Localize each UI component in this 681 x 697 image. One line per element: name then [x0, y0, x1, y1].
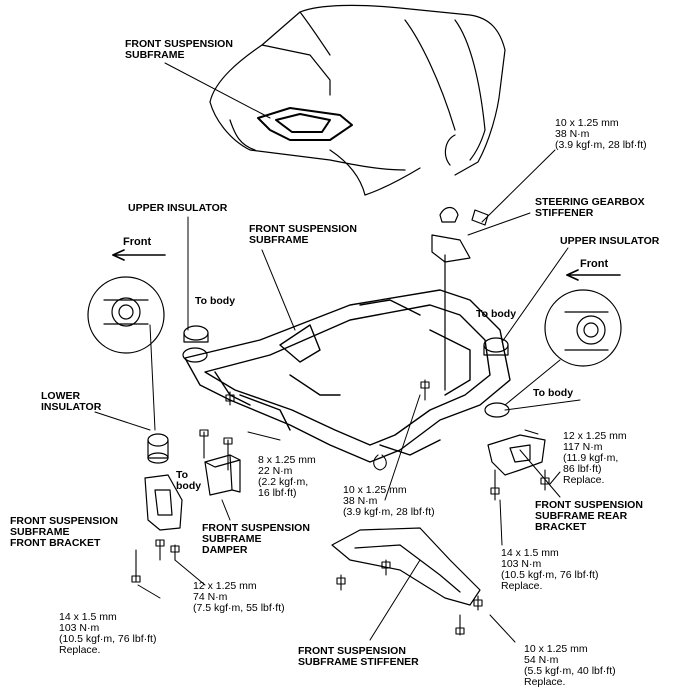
- detail-circle-left: [87, 276, 165, 354]
- detail-right-mount: [564, 311, 609, 351]
- detail-circle-right: [544, 289, 622, 367]
- front-direction-right: Front: [580, 258, 609, 270]
- subframe-stiffener-part: [331, 527, 481, 606]
- front-direction-left: Front: [123, 236, 152, 248]
- car-subframe-highlight: [257, 107, 353, 141]
- detail-left-mount: [103, 297, 149, 327]
- rear-bracket-part: [487, 434, 546, 476]
- bolts: [131, 379, 550, 636]
- label-to-body-3: To body: [533, 387, 574, 399]
- front-bracket-part: [144, 474, 183, 531]
- front-arrows: [112, 249, 621, 281]
- label-to-body-1: To body: [195, 295, 236, 307]
- subframe-damper-part: [204, 454, 241, 496]
- car-outline-drawing: [209, 4, 506, 196]
- steering-gearbox-stiffener: [431, 206, 489, 391]
- upper-insulator-left-part: [182, 325, 209, 363]
- label-upper-insulator-left: UPPER INSULATOR: [128, 202, 228, 214]
- label-to-body-2: To body: [476, 308, 517, 320]
- front-subframe: [184, 289, 511, 463]
- leader-lines: [94, 62, 581, 643]
- label-upper-insulator-right: UPPER INSULATOR: [560, 235, 660, 247]
- upper-insulator-right-part: [483, 337, 510, 418]
- lower-insulator-part: [147, 433, 169, 464]
